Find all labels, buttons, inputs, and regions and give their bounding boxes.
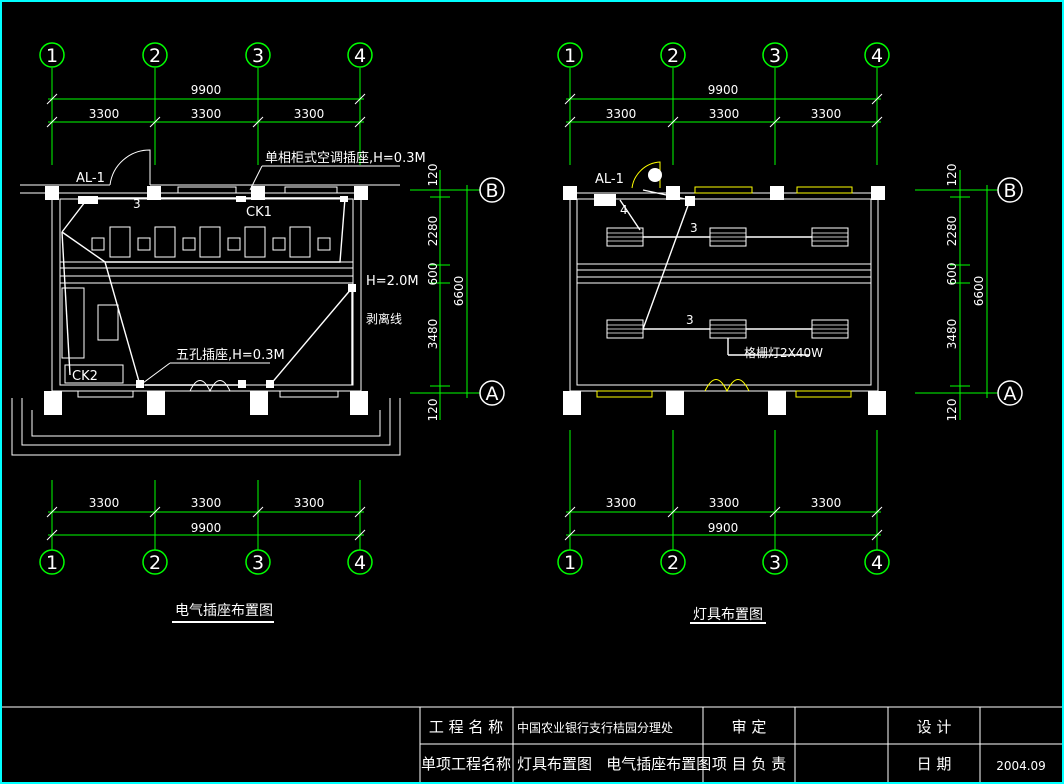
light-axis-bubble-bottom-1: 1 — [564, 552, 576, 574]
ac-socket-note: 单相柜式空调插座,H=0.3M — [265, 151, 426, 166]
axis-bubble-bottom-1: 1 — [46, 552, 58, 574]
light-axis-bubble-bottom-2: 2 — [667, 552, 679, 574]
dim-total-bottom: 9900 — [191, 521, 222, 535]
light-dim-span-bottom-3: 3300 — [811, 496, 842, 510]
light-dim-span-bottom-2: 3300 — [709, 496, 740, 510]
light-wire-count-3-top: 3 — [690, 221, 698, 235]
dim-v-left-2280: 2280 — [426, 216, 440, 247]
dim-v-left-120-bottom: 120 — [426, 399, 440, 422]
dim-v-right-3480: 3480 — [945, 319, 959, 350]
axis-bubble-bottom-3: 3 — [252, 552, 264, 574]
axis-bubble-top-3: 3 — [252, 45, 264, 67]
axis-bubble-top-1: 1 — [46, 45, 58, 67]
light-wire-count-3-bottom: 3 — [686, 313, 694, 327]
light-dim-span-top-3: 3300 — [811, 107, 842, 121]
axis-bubble-bottom-4: 4 — [354, 552, 366, 574]
dim-span-bottom-3: 3300 — [294, 496, 325, 510]
axis-bubble-a-left: A — [486, 383, 499, 405]
light-axis-bubble-top-4: 4 — [871, 45, 883, 67]
axis-bubble-bottom-2: 2 — [149, 552, 161, 574]
light-dim-span-bottom-1: 3300 — [606, 496, 637, 510]
five-hole-socket-note: 五孔插座,H=0.3M — [176, 348, 285, 363]
socket-panel-label: AL-1 — [76, 171, 105, 186]
lighting-plan-title: 灯具布置图 — [693, 607, 763, 623]
dim-span-bottom-2: 3300 — [191, 496, 222, 510]
project-name-label: 工 程 名 称 — [429, 718, 503, 736]
light-axis-bubble-bottom-3: 3 — [769, 552, 781, 574]
light-dim-span-top-2: 3300 — [709, 107, 740, 121]
manager-label: 项 目 负 责 — [712, 755, 786, 773]
height-note: H=2.0M — [366, 274, 419, 289]
grille-lamp-note: 格栅灯2X40W — [744, 345, 823, 360]
axis-bubble-top-4: 4 — [354, 45, 366, 67]
dim-span-top-3: 3300 — [294, 107, 325, 121]
socket-plan: 9900 3300 3300 3300 3300 3300 3300 9900 … — [11, 42, 426, 623]
axis-bubble-top-2: 2 — [149, 45, 161, 67]
light-axis-bubble-top-1: 1 — [564, 45, 576, 67]
light-dim-total-bottom: 9900 — [708, 521, 739, 535]
light-axis-bubble-bottom-4: 4 — [871, 552, 883, 574]
review-label: 审 定 — [732, 718, 767, 736]
axis-bubble-a-right: A — [1004, 383, 1017, 405]
light-dim-span-top-1: 3300 — [606, 107, 637, 121]
dim-v-right-total: 6600 — [972, 276, 986, 307]
wire-count-3: 3 — [133, 197, 141, 211]
light-axis-bubble-top-2: 2 — [667, 45, 679, 67]
dim-v-left-120-top: 120 — [426, 164, 440, 187]
light-dim-total-top: 9900 — [708, 83, 739, 97]
sub-project-value: 灯具布置图 电气插座布置图 — [517, 755, 711, 773]
date-label: 日 期 — [917, 755, 952, 773]
dim-v-left-total: 6600 — [452, 276, 466, 307]
dim-total-top: 9900 — [191, 83, 222, 97]
light-axis-bubble-top-3: 3 — [769, 45, 781, 67]
project-name-value: 中国农业银行支行桔园分理处 — [517, 720, 673, 735]
ck1-label: CK1 — [246, 205, 272, 220]
vertical-dimension-right: B A 120 2280 600 3480 120 6600 — [915, 164, 1023, 422]
dim-span-bottom-1: 3300 — [89, 496, 120, 510]
light-wire-count-4: 4 — [620, 203, 628, 217]
dim-v-right-600: 600 — [945, 263, 959, 286]
dim-v-left-3480: 3480 — [426, 319, 440, 350]
dim-v-left-600: 600 — [426, 263, 440, 286]
dim-span-top-1: 3300 — [89, 107, 120, 121]
wire-label: 剥离线 — [366, 311, 402, 326]
dim-span-top-2: 3300 — [191, 107, 222, 121]
dim-v-right-120-top: 120 — [945, 164, 959, 187]
lighting-plan: 9900 3300 3300 3300 3300 3300 3300 9900 … — [557, 42, 890, 624]
ck2-label: CK2 — [72, 369, 98, 384]
axis-bubble-b-left: B — [485, 180, 498, 202]
title-block: 工 程 名 称 中国农业银行支行桔园分理处 审 定 设 计 单项工程名称 灯具布… — [2, 706, 1062, 782]
vertical-dimension-left: B A 120 2280 600 3480 120 6600 — [410, 164, 505, 422]
sub-project-label: 单项工程名称 — [421, 755, 511, 773]
design-label: 设 计 — [917, 718, 952, 736]
axis-bubble-b-right: B — [1003, 180, 1016, 202]
socket-plan-title: 电气插座布置图 — [175, 603, 273, 619]
light-panel-label: AL-1 — [595, 172, 624, 187]
date-value: 2004.09 — [996, 759, 1046, 773]
dim-v-right-120-bottom: 120 — [945, 399, 959, 422]
dim-v-right-2280: 2280 — [945, 216, 959, 247]
